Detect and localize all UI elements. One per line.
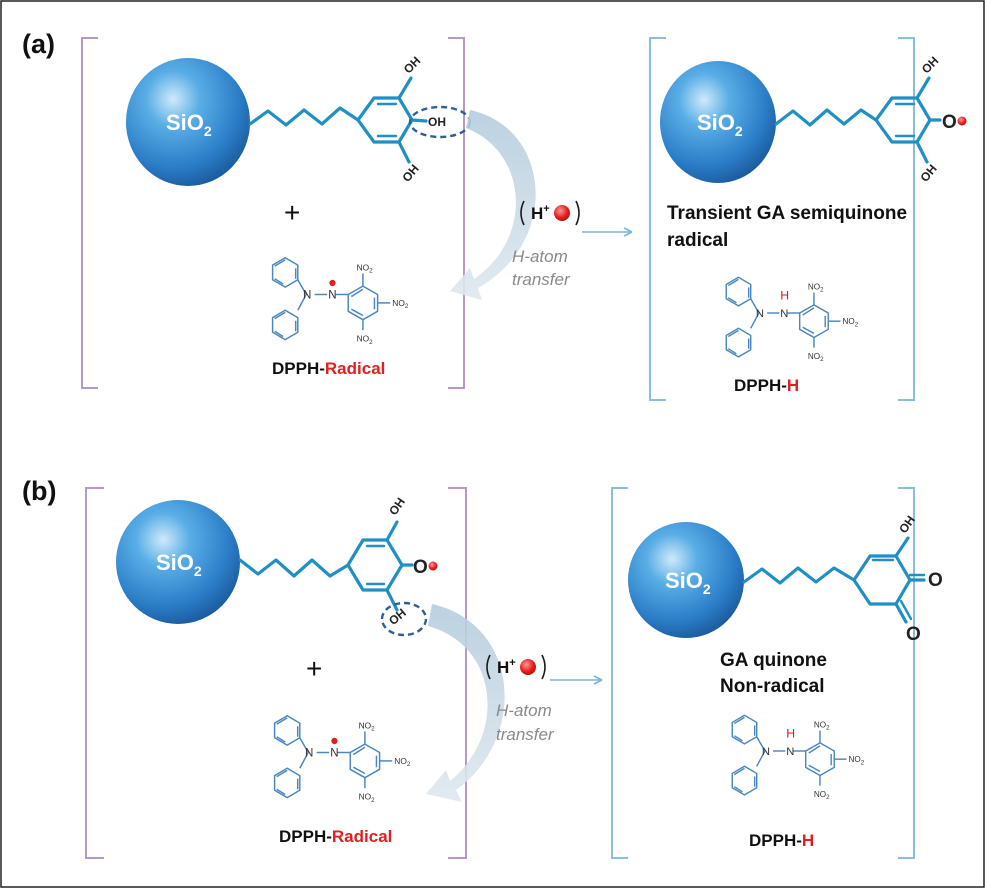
panel-b-label: (b) — [22, 476, 56, 506]
svg-text:O: O — [928, 570, 943, 591]
svg-text:H: H — [780, 289, 789, 303]
reactant-bracket-left — [81, 37, 98, 389]
panel-a-label: (a) — [22, 29, 55, 59]
quinone-ring: OH O O — [852, 513, 943, 645]
hydrogen-atom-capsule: H+ — [520, 200, 580, 226]
product-state-label-line2: radical — [667, 230, 728, 251]
svg-text:NO2: NO2 — [392, 298, 409, 310]
svg-text:N: N — [786, 746, 794, 758]
svg-text:NO2: NO2 — [357, 334, 374, 346]
svg-text:H: H — [786, 727, 795, 741]
target-hydroxyl-highlight-b — [380, 601, 428, 637]
product-bracket-right — [898, 37, 915, 401]
svg-text:NO2: NO2 — [394, 756, 411, 768]
svg-text:N: N — [328, 290, 336, 302]
reactant-bracket-right-b — [448, 487, 467, 859]
svg-text:NO2: NO2 — [808, 283, 824, 294]
h-atom-transfer-label: H-atom — [512, 247, 568, 266]
svg-text:NO2: NO2 — [814, 790, 830, 801]
reactant-bracket-left-b — [85, 487, 104, 859]
product-bracket-left — [649, 37, 666, 401]
svg-text:OH: OH — [401, 54, 424, 77]
semiquinone-ring: OH O OH — [874, 54, 967, 185]
dpph-radical-label-b: DPPH-Radical — [279, 827, 392, 846]
product-state-label-line2-b: Non-radical — [720, 676, 825, 697]
silica-sphere-product: SiO2 — [660, 61, 776, 183]
svg-text:SiO2: SiO2 — [665, 568, 711, 597]
product-state-label: Transient GA semiquinone — [667, 203, 907, 224]
svg-text:O: O — [413, 557, 428, 578]
dpph-h-molecule: N N H NO2 NO2 NO2 — [725, 276, 859, 363]
svg-text:N: N — [762, 746, 770, 758]
svg-text:NO2: NO2 — [814, 721, 830, 732]
svg-text:NO2: NO2 — [357, 262, 374, 274]
svg-text:N: N — [305, 748, 313, 760]
svg-text:NO2: NO2 — [808, 352, 824, 363]
svg-text:H+: H+ — [531, 203, 550, 223]
svg-text:NO2: NO2 — [359, 720, 376, 732]
gallol-ring: OH OH OH — [356, 54, 472, 185]
svg-text:SiO2: SiO2 — [697, 110, 743, 139]
h-atom-transfer-label-b: H-atom — [496, 701, 552, 720]
svg-text:OH: OH — [386, 495, 408, 518]
h-atom-transfer-arrow-b — [426, 604, 505, 802]
svg-text:OH: OH — [399, 162, 421, 185]
svg-text:SiO2: SiO2 — [166, 110, 212, 139]
svg-text:O: O — [942, 112, 957, 133]
silica-sphere: SiO2 — [126, 58, 250, 186]
svg-text:OH: OH — [428, 115, 446, 129]
dpph-h-label-b: DPPH-H — [749, 831, 814, 850]
dpph-radical-molecule: N N NO2 NO2 NO2 — [271, 257, 409, 346]
product-state-label-b: GA quinone — [720, 650, 827, 671]
svg-text:OH: OH — [919, 54, 942, 77]
dpph-radical-label: DPPH-Radical — [272, 359, 385, 378]
semiquinone-ring-b: OH O OH — [346, 495, 438, 637]
reactant-bracket-right — [448, 37, 465, 389]
silica-sphere-b: SiO2 — [116, 500, 240, 624]
product-bracket-right-b — [898, 487, 915, 859]
dpph-h-label: DPPH-H — [734, 376, 799, 395]
svg-text:H+: H+ — [497, 657, 516, 677]
svg-text:N: N — [780, 308, 788, 320]
product-bracket-left-b — [611, 487, 628, 859]
svg-text:N: N — [330, 748, 338, 760]
svg-text:N: N — [756, 308, 764, 320]
h-atom-transfer-label-line2-b: transfer — [496, 725, 555, 744]
svg-text:OH: OH — [386, 606, 409, 628]
alkyl-linker — [248, 106, 360, 127]
svg-text:NO2: NO2 — [849, 755, 865, 766]
radical-dot — [329, 279, 336, 287]
semiquinone-radical-dot — [957, 116, 967, 126]
svg-text:N: N — [303, 290, 311, 302]
h-atom-transfer-arrow — [450, 110, 536, 300]
plus-sign: + — [284, 197, 300, 228]
dpph-radical-molecule-b: N N NO2 NO2 NO2 — [273, 715, 411, 804]
svg-text:SiO2: SiO2 — [156, 550, 202, 579]
panel-a: (a) SiO2 OH OH OH + N N — [22, 29, 967, 401]
svg-text:OH: OH — [917, 162, 939, 185]
plus-sign-b: + — [306, 653, 322, 684]
panel-b: (b) SiO2 OH O OH + N N NO2 NO2 — [22, 476, 943, 859]
h-atom-transfer-label-line2: transfer — [512, 270, 571, 289]
dpph-h-molecule-b: N N H NO2 NO2 NO2 — [731, 714, 865, 801]
svg-text:O: O — [906, 624, 921, 645]
svg-text:NO2: NO2 — [359, 792, 376, 804]
hydrogen-atom-capsule-b: H+ — [486, 654, 546, 680]
svg-text:NO2: NO2 — [843, 317, 859, 328]
silica-sphere-product-b: SiO2 — [628, 522, 744, 638]
